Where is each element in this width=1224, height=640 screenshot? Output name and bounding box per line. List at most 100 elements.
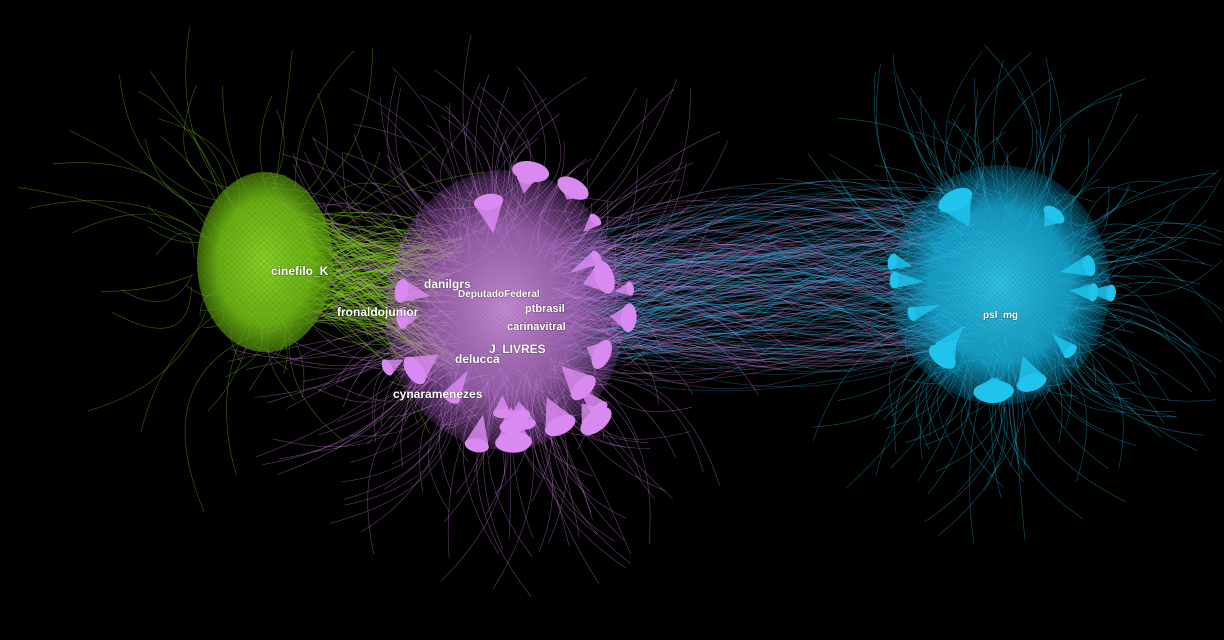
edge xyxy=(583,245,922,347)
edge xyxy=(597,197,909,318)
edge xyxy=(18,187,192,241)
edge xyxy=(576,195,956,257)
fan-cluster-cap xyxy=(403,356,426,385)
edge xyxy=(625,219,891,290)
node-label-deputado: DeputadoFederal xyxy=(458,289,540,300)
edge xyxy=(618,301,930,371)
edge xyxy=(567,231,924,287)
cluster-core-mesh xyxy=(895,170,1105,400)
fan-cluster xyxy=(909,304,941,321)
edge xyxy=(594,316,910,362)
edge xyxy=(599,302,950,356)
edge xyxy=(594,229,932,307)
edge xyxy=(591,216,930,351)
edge xyxy=(583,218,911,260)
edge xyxy=(52,162,213,238)
fan-cluster-cap xyxy=(1016,373,1047,392)
fan-cluster xyxy=(1069,283,1094,302)
edge xyxy=(324,226,403,266)
edge xyxy=(613,268,916,321)
edge xyxy=(336,281,386,316)
fan-cluster-cap xyxy=(589,213,602,226)
edge xyxy=(608,207,909,250)
edge xyxy=(577,278,913,350)
edge xyxy=(611,325,898,371)
node-label-pslmg: psl_mg xyxy=(983,310,1018,321)
edge xyxy=(191,129,228,195)
edge xyxy=(335,210,394,238)
node-label-delucca: delucca xyxy=(455,352,500,366)
edge xyxy=(608,198,927,281)
edge xyxy=(613,243,912,358)
edge xyxy=(618,204,913,326)
edge xyxy=(611,321,781,384)
fan-cluster-cap xyxy=(620,303,637,333)
edge xyxy=(588,327,911,355)
edge xyxy=(596,240,913,264)
edge xyxy=(120,275,192,302)
edge xyxy=(619,243,898,304)
edge xyxy=(596,225,946,309)
edge xyxy=(340,276,380,303)
fan-cluster-cap xyxy=(938,187,973,213)
edge xyxy=(594,275,935,330)
edge xyxy=(625,262,900,282)
edge xyxy=(602,344,939,361)
edge xyxy=(602,266,926,292)
edge xyxy=(617,203,935,267)
fan-cluster-cap xyxy=(887,253,898,270)
edge xyxy=(634,211,899,256)
fan-cluster-cap xyxy=(381,359,393,376)
edge xyxy=(612,277,893,324)
edge xyxy=(624,330,939,336)
cluster-disk-mesh xyxy=(197,172,333,352)
fan-clusters xyxy=(887,187,1116,404)
node-label-fronaldo: fronaldojunior xyxy=(337,305,419,319)
edge xyxy=(617,251,925,285)
edge xyxy=(565,234,897,364)
fan-cluster xyxy=(1084,284,1112,302)
fan-cluster-cap xyxy=(570,375,596,401)
edge xyxy=(628,342,928,354)
edge xyxy=(592,274,915,282)
node-label-carina: carinavitral xyxy=(507,321,566,333)
edge xyxy=(588,260,914,277)
fan-cluster-cap xyxy=(464,438,489,453)
fan-cluster-cap xyxy=(501,436,530,453)
edge xyxy=(595,307,933,362)
edge xyxy=(593,227,932,247)
edge xyxy=(600,258,892,371)
edge xyxy=(119,74,218,201)
edge xyxy=(581,256,921,307)
edge xyxy=(87,311,207,412)
edge xyxy=(558,243,915,259)
edge xyxy=(322,304,369,340)
edge xyxy=(630,328,903,389)
fan-cluster-cap xyxy=(1106,284,1116,302)
edge xyxy=(1069,343,1198,451)
node-label-cinefilo: cinefilo_K xyxy=(271,264,329,278)
edge xyxy=(111,285,192,329)
fan-cluster-cap xyxy=(907,307,917,321)
edge xyxy=(626,214,913,330)
fan-cluster-cap xyxy=(517,419,536,430)
edge xyxy=(160,136,221,209)
fan-cluster-cap xyxy=(591,339,612,369)
edge xyxy=(615,225,895,355)
edge xyxy=(295,50,355,190)
fan-cluster xyxy=(493,394,511,414)
edge xyxy=(565,199,964,268)
edge xyxy=(605,197,940,258)
edge xyxy=(328,211,404,238)
node-label-jlivres: J_LIVRES xyxy=(489,342,546,356)
fan-cluster-cap xyxy=(889,271,899,289)
edge xyxy=(620,344,943,364)
edge xyxy=(28,200,226,254)
fan-cluster-cap xyxy=(1083,255,1096,277)
fan-cluster-cap xyxy=(1063,344,1077,359)
edge xyxy=(592,312,920,349)
edge xyxy=(599,324,916,373)
edge xyxy=(569,222,921,284)
fan-cluster-cap xyxy=(580,407,612,436)
edge xyxy=(591,253,928,346)
